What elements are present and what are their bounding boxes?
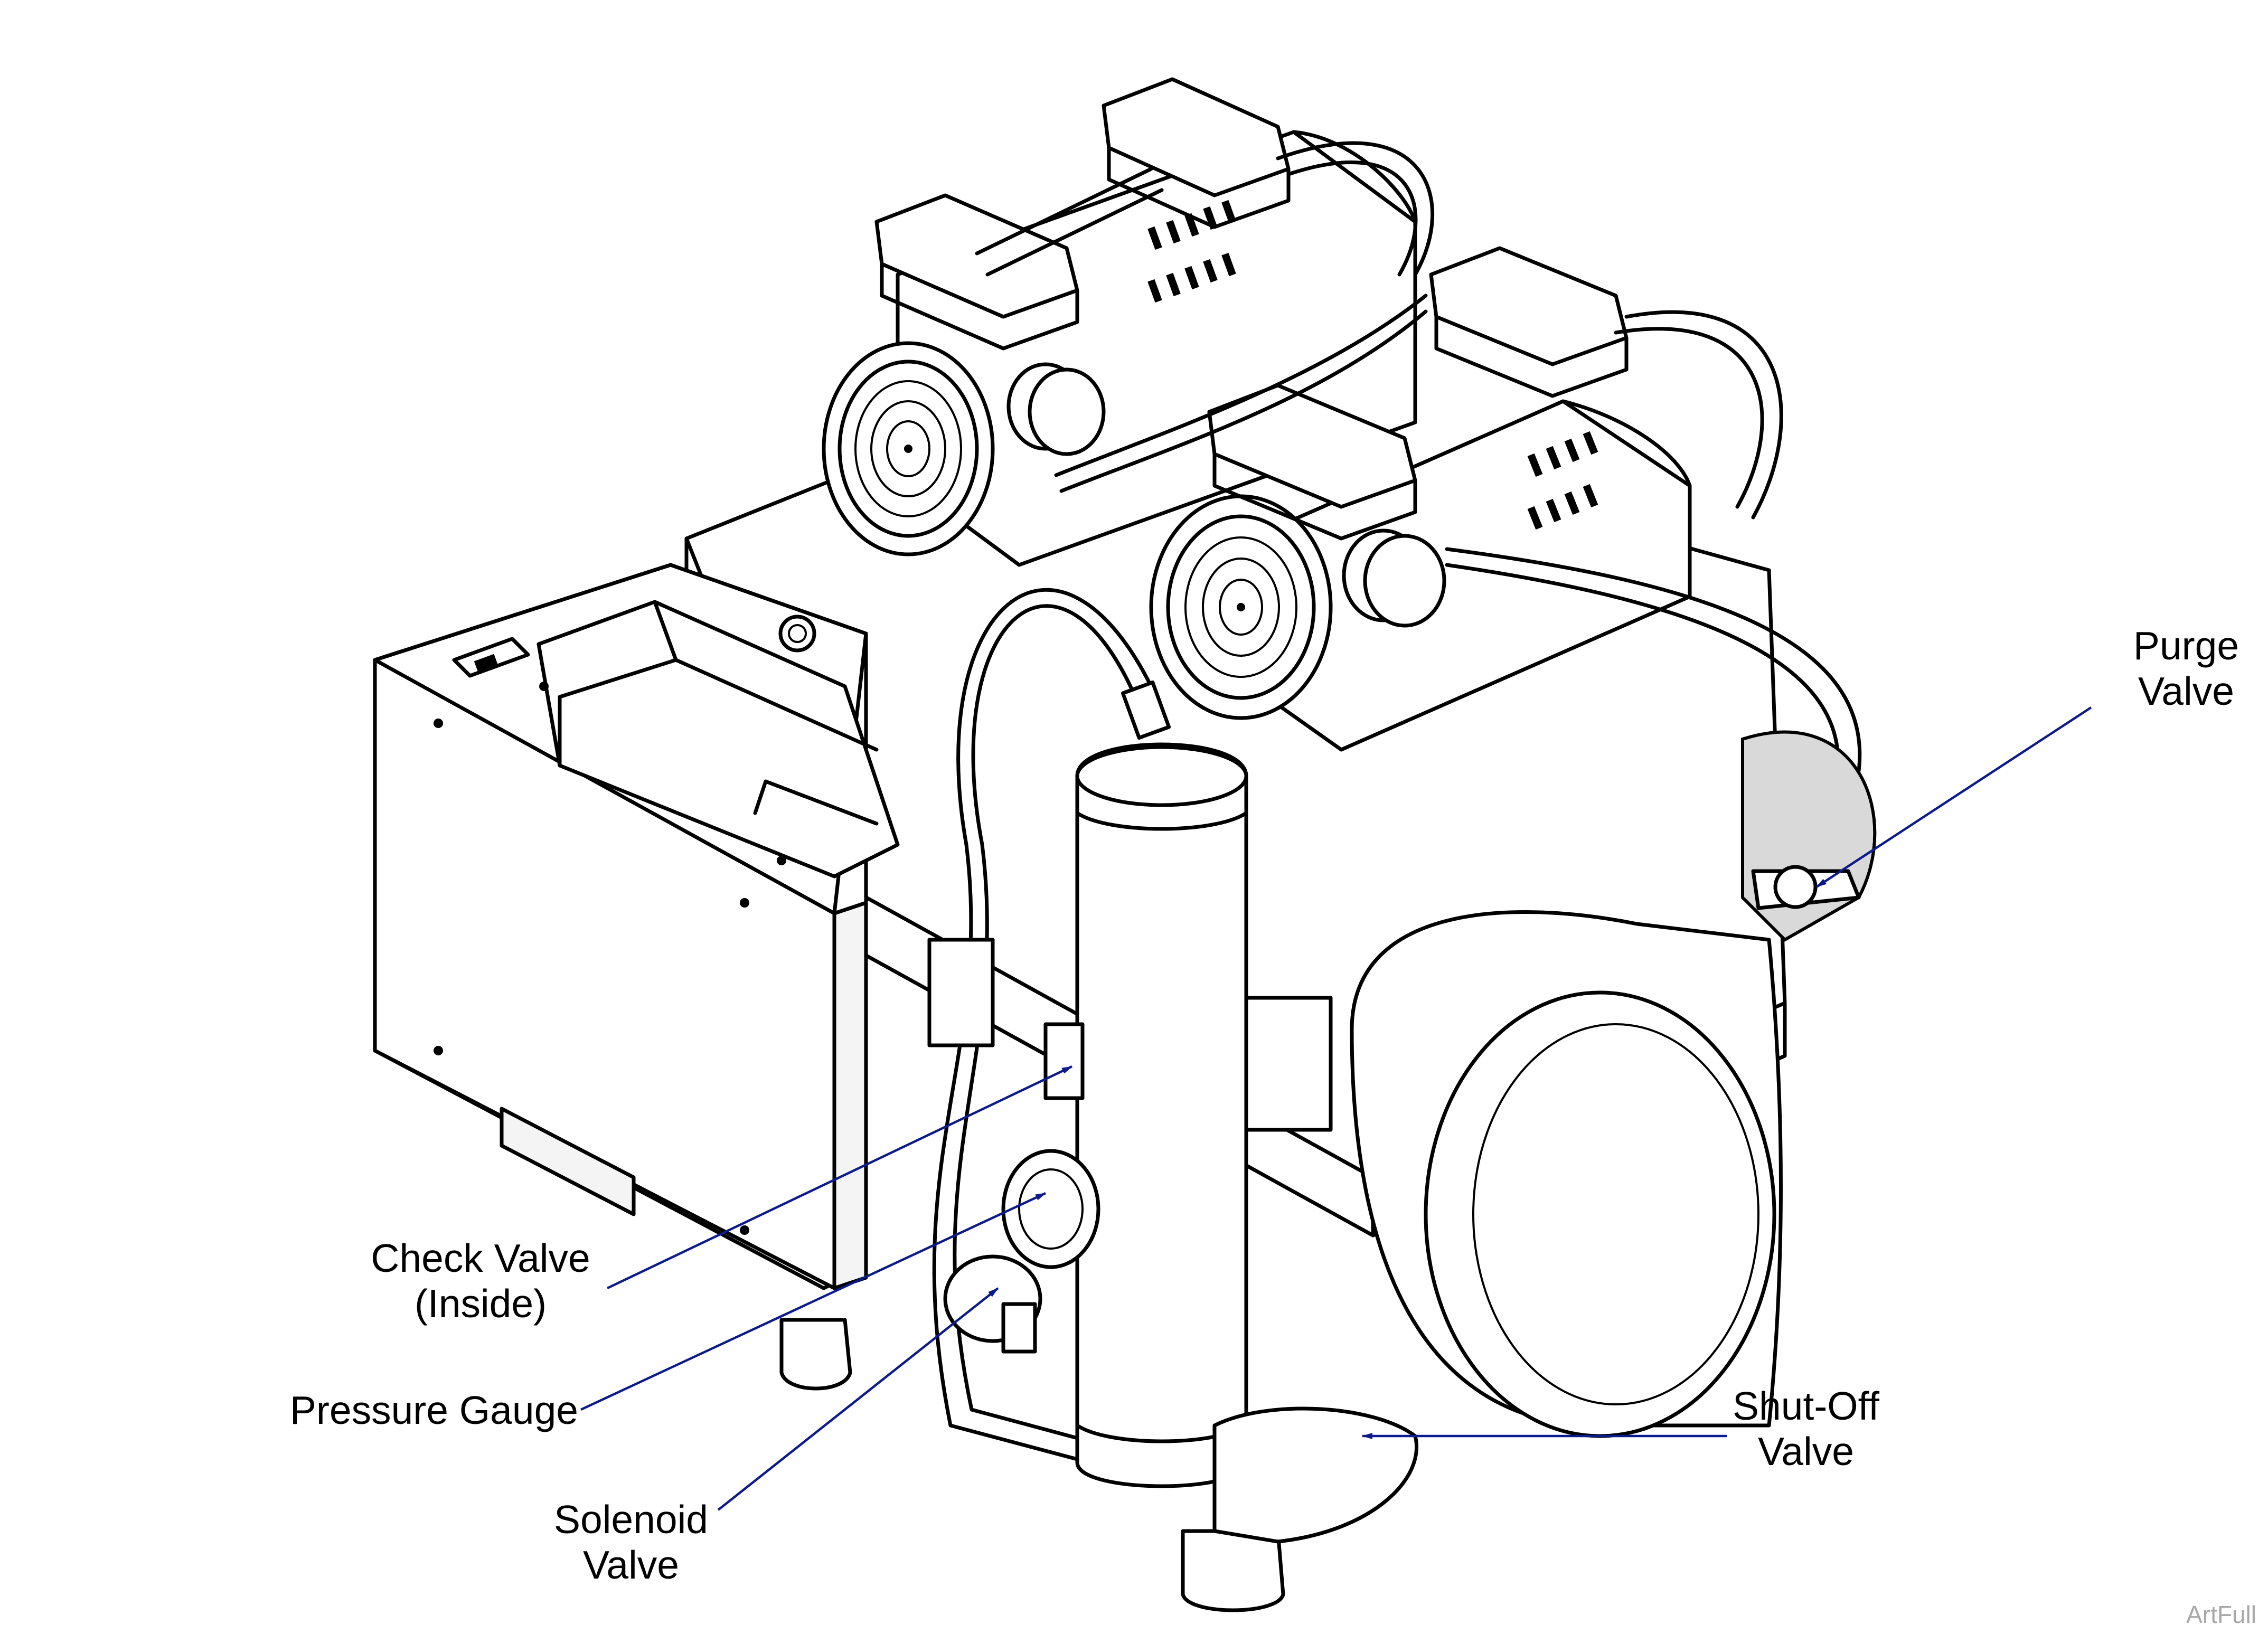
- valve-manifold: [927, 865, 1861, 1454]
- artfull-watermark: ArtFull: [2186, 1601, 2256, 1628]
- pressure-gauge-face: [1001, 1149, 1100, 1269]
- filter-housing: [537, 600, 900, 879]
- solenoid-valve-label: Solenoid Valve: [544, 1497, 718, 1588]
- air-tank: [1350, 730, 1877, 1438]
- front-pump: [1149, 246, 1692, 752]
- shut-off-valve-label-line-2: Valve: [1757, 1429, 1855, 1474]
- solenoid-valve-leader: [717, 1287, 999, 1511]
- leader-lines: [580, 706, 2092, 1511]
- pressure-gauge-label: Pressure Gauge: [243, 1387, 578, 1433]
- feet: [779, 1318, 1418, 1612]
- solenoid-valve-label-line-2: Valve: [582, 1543, 680, 1587]
- purge-valve-label-line-2: Valve: [2138, 669, 2235, 713]
- pressure-gauge-leader: [580, 1192, 1046, 1411]
- purge-valve-body: [1773, 865, 1818, 909]
- purge-valve-label: Purge Valve: [2099, 623, 2268, 714]
- check-valve-label-line-2: (Inside): [414, 1281, 547, 1326]
- check-valve-label: Check Valve (Inside): [364, 1235, 597, 1326]
- shut-off-valve-label-line-1: Shut-Off: [1733, 1384, 1879, 1428]
- hoses: [932, 141, 1862, 1470]
- pressure-gauge-label-line-1: Pressure Gauge: [289, 1388, 578, 1432]
- solenoid-valve-label-line-1: Solenoid: [554, 1497, 708, 1542]
- purge-valve-leader: [1815, 706, 2092, 888]
- dryer-cylinder: [1075, 680, 1248, 1488]
- purge-valve-label-line-1: Purge: [2133, 624, 2239, 668]
- check-valve-leader: [607, 1065, 1072, 1290]
- check-valve-label-line-1: Check Valve: [371, 1236, 590, 1280]
- shut-off-valve-label: Shut-Off Valve: [1727, 1383, 1885, 1474]
